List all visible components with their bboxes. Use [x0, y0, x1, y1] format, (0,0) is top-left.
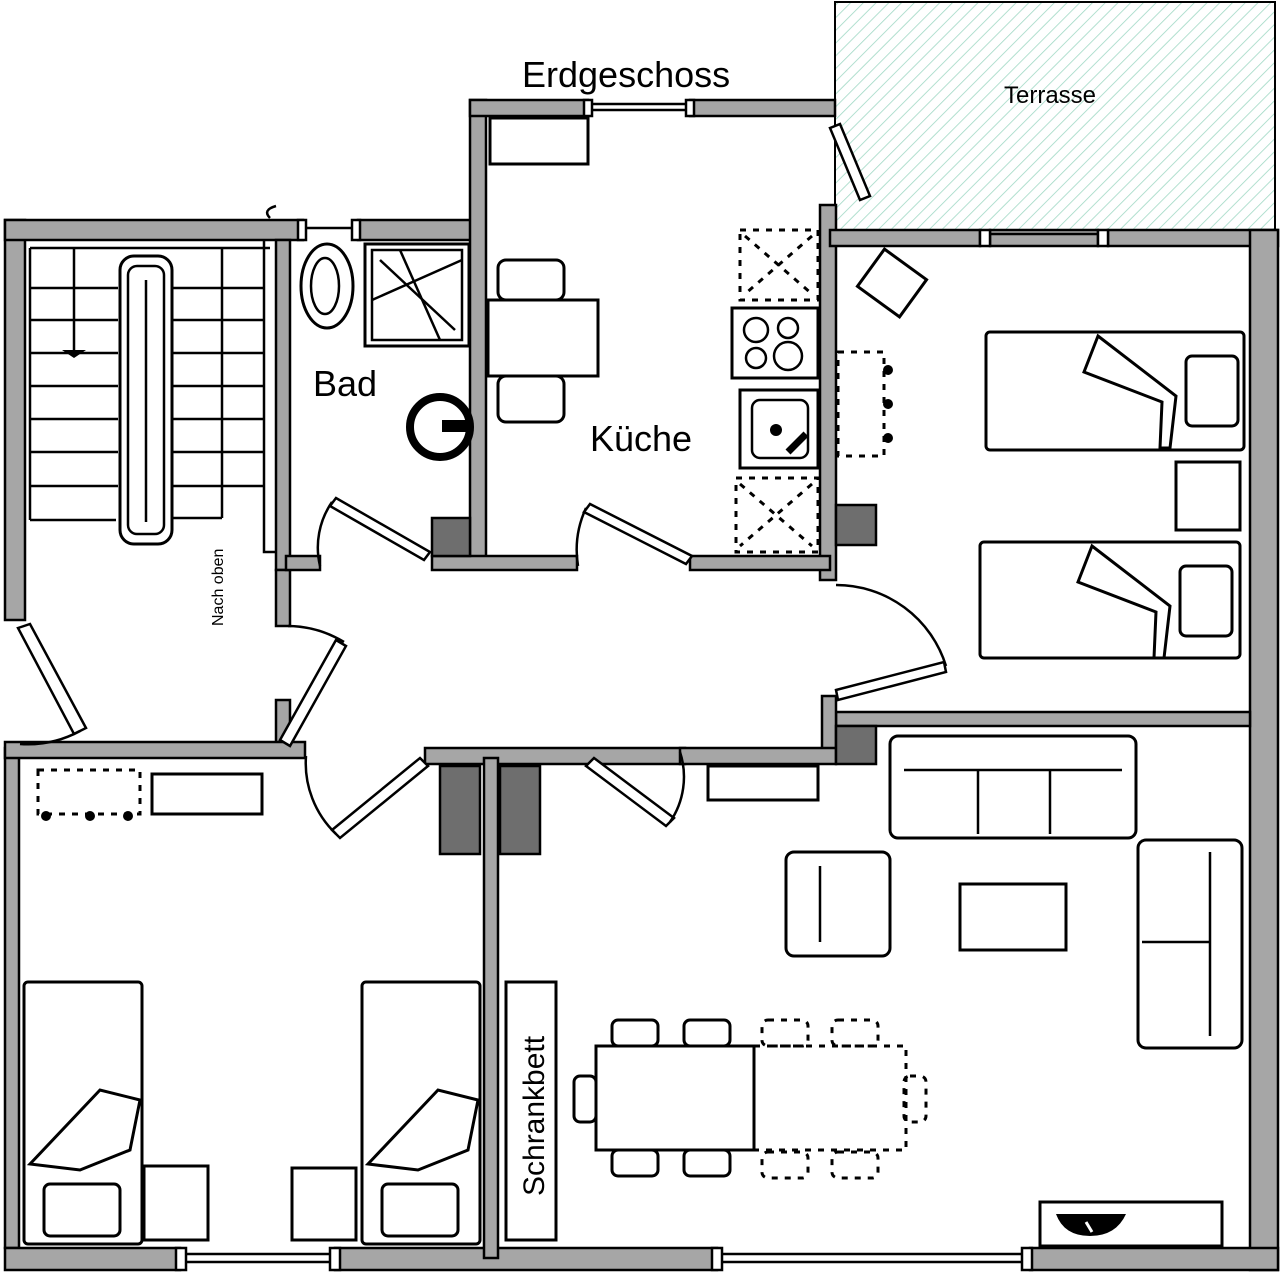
pillar-living [834, 724, 878, 766]
outer-wall-bottom-a [3, 1246, 182, 1272]
outer-wall-right [1248, 228, 1280, 1272]
outer-wall-bottom-c [1028, 1246, 1280, 1272]
cabinet-bed [504, 980, 558, 1242]
terrace [834, 1, 1276, 231]
floor-title: Erdgeschoss [522, 54, 730, 95]
doors [16, 122, 948, 840]
sideboard [706, 764, 820, 802]
outer-wall-stair-top [3, 218, 305, 242]
dining-table [594, 1044, 756, 1152]
outer-wall-bedroom-top-b [988, 228, 1100, 248]
wall-hall-bottom-a [3, 740, 307, 760]
wall-lower-partition [482, 756, 500, 1260]
nightstand [1174, 460, 1242, 532]
walls [3, 98, 1280, 1272]
armchair-living [784, 850, 892, 958]
wall-bath-bottom-b [430, 554, 579, 572]
outer-wall-bottom-b [333, 1246, 719, 1272]
outer-wall-kitchen-top-a [468, 98, 590, 118]
outer-wall-left-bottom [3, 746, 21, 1250]
pillar-bedroom [834, 503, 878, 547]
toilet [299, 242, 355, 330]
nightstand-left-2 [290, 1166, 358, 1242]
kitchen-cabinet [488, 116, 590, 166]
staircase [28, 204, 277, 554]
living-room-furniture [504, 734, 1244, 1248]
sofa [888, 734, 1138, 840]
windows [174, 98, 1110, 1272]
room-label-terrace: Terrasse [1004, 82, 1096, 109]
nightstand-left-1 [142, 1164, 210, 1242]
dresser [150, 772, 264, 816]
outer-wall-left-top [3, 218, 27, 622]
bath-fixtures [299, 242, 474, 461]
bedroom-right-furniture [836, 247, 1246, 660]
wall-hall-bottom-c [678, 746, 838, 766]
room-label-kitchen: Küche [590, 418, 692, 459]
coffee-table [958, 882, 1068, 952]
wall-stair-hall [274, 568, 292, 628]
wall-stair-bath [274, 238, 292, 572]
cabinet-bed-label: Schrankbett [518, 1035, 551, 1196]
outer-wall-bath-top [356, 218, 480, 242]
outer-wall-kitchen-top-b [688, 98, 837, 118]
wall-bath-bottom-a [284, 554, 322, 572]
bed-upper [984, 330, 1246, 452]
kitchen-table [486, 298, 600, 378]
wall-kitchen-left [468, 98, 488, 560]
room-label-bath: Bad [313, 363, 377, 404]
bedroom-left-furniture [22, 768, 482, 1246]
wall-bedroom-bottom [834, 710, 1252, 728]
pillar-bath [430, 516, 472, 558]
bed-lower [978, 540, 1242, 660]
stairs-direction-label: Nach oben [210, 549, 227, 626]
kitchen-fixtures [486, 116, 820, 554]
side-sofa [1136, 838, 1244, 1050]
stove [730, 306, 820, 380]
wall-kitchen-bottom [688, 554, 832, 572]
wall-kitchen-right [818, 203, 838, 582]
wall-hall-bottom-b [423, 746, 687, 766]
pillar-lower-left [438, 764, 482, 856]
armchair [855, 247, 929, 319]
outer-wall-bedroom-top-a [828, 228, 982, 248]
pillar-lower-right [498, 764, 542, 856]
